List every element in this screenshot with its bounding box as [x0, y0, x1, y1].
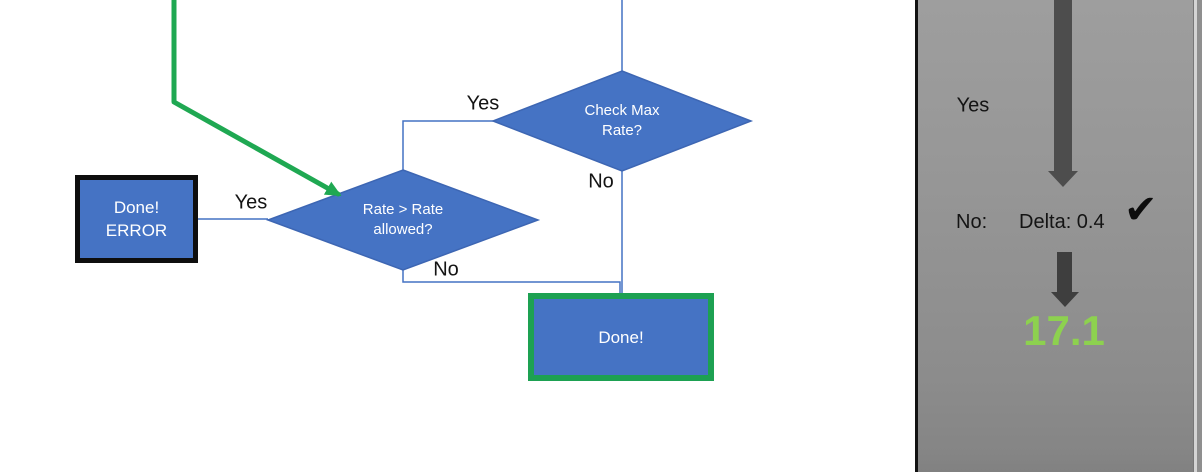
- error-done-box-line1: Done!: [113, 198, 160, 217]
- check-icon: ✔: [1124, 188, 1158, 232]
- down-arrow-icon-long: [1048, 0, 1078, 187]
- decision-rate-line2: allowed?: [373, 221, 433, 238]
- panel-edge-light-line: [1194, 0, 1197, 472]
- edge-label-rate-yes: Yes: [234, 191, 268, 214]
- done-box-label: Done!: [598, 327, 644, 347]
- panel-delta-value: Delta: 0.4: [1019, 211, 1105, 233]
- decision-check-max-line2: Rate?: [601, 122, 643, 139]
- result-value: 17.1: [1023, 307, 1105, 354]
- edge-label-rate-no: No: [433, 258, 459, 281]
- connector-rate-no-to-done: [402, 270, 621, 293]
- down-arrow-icon-short: [1051, 252, 1079, 307]
- panel-edge-dark-line: [1193, 0, 1194, 472]
- panel-no-label: No:: [956, 211, 988, 233]
- done-box: Done!: [528, 293, 714, 381]
- connector-checkmax-yes-to-rate: [402, 120, 493, 170]
- decision-rate-line1: Rate > Rate: [362, 201, 444, 218]
- edge-label-checkmax-no: No: [588, 170, 614, 193]
- decision-check-max-rate: [490, 70, 754, 172]
- decision-check-max-line1: Check Max: [584, 102, 660, 119]
- error-done-box: Done! ERROR: [75, 175, 198, 263]
- error-done-box-line2: ERROR: [105, 221, 168, 240]
- decision-check-max-label: Check Max Rate?: [522, 101, 722, 141]
- edge-label-checkmax-yes: Yes: [466, 92, 500, 115]
- decision-rate-label: Rate > Rate allowed?: [303, 200, 503, 240]
- panel-edge-right-strip: [1197, 0, 1202, 472]
- panel-yes-label: Yes: [956, 94, 990, 117]
- green-arrow-connector: [171, 0, 342, 197]
